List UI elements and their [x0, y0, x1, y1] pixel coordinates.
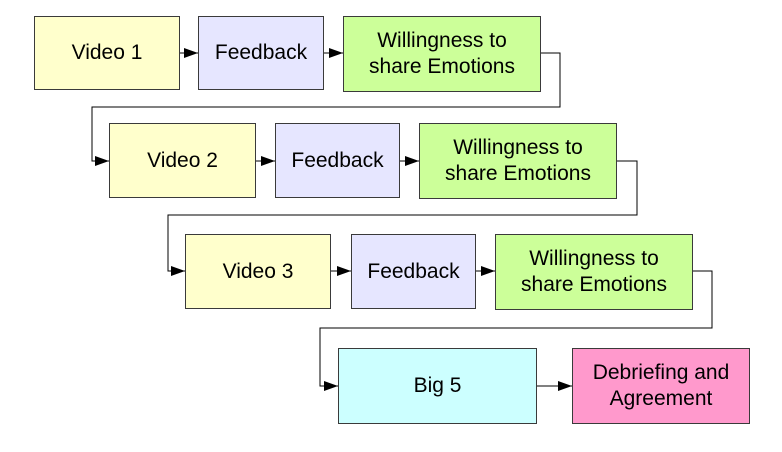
willingness-3-box: Willingness to share Emotions	[495, 234, 693, 310]
video-1-box: Video 1	[34, 16, 180, 90]
arrow-row3-to-big5	[319, 270, 713, 391]
feedback-3-box: Feedback	[351, 234, 476, 309]
feedback-2-box: Feedback	[275, 123, 400, 198]
feedback-3-label: Feedback	[367, 259, 460, 283]
feedback-1-box: Feedback	[198, 16, 324, 90]
video-1-label: Video 1	[71, 41, 143, 64]
big5-box: Big 5	[338, 348, 537, 424]
willingness-1-box: Willingness to share Emotions	[343, 16, 541, 92]
video-2-box: Video 2	[109, 123, 256, 198]
willingness-1-label: Willingness to share Emotions	[369, 29, 515, 78]
video-2-label: Video 2	[147, 148, 218, 172]
willingness-3-label: Willingness to share Emotions	[521, 247, 667, 296]
arrow-row2-to-row3	[167, 160, 638, 276]
video-3-label: Video 3	[222, 259, 294, 283]
debriefing-box: Debriefing and Agreement	[572, 348, 750, 424]
arrow-row1-to-row2	[91, 52, 561, 166]
feedback-2-label: Feedback	[291, 148, 384, 172]
willingness-2-label: Willingness to share Emotions	[445, 136, 591, 185]
feedback-1-label: Feedback	[214, 41, 308, 64]
debriefing-label: Debriefing and Agreement	[592, 361, 730, 410]
video-3-box: Video 3	[185, 234, 331, 309]
willingness-2-box: Willingness to share Emotions	[419, 123, 617, 199]
big5-label: Big 5	[413, 374, 462, 397]
